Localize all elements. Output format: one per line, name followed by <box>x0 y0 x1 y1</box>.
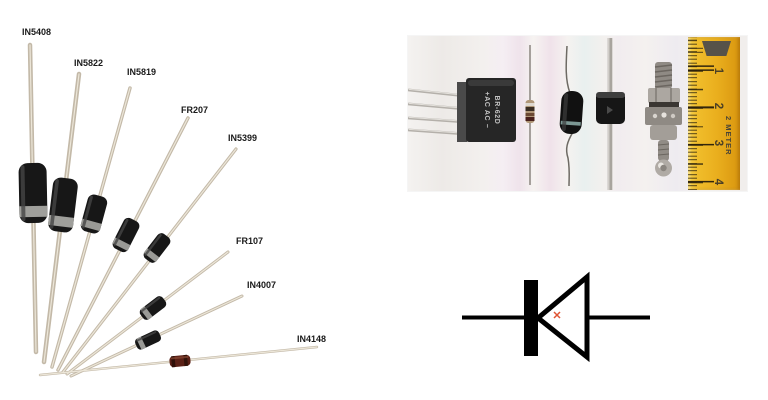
power-diode <box>596 38 625 190</box>
diode-label-in4148: IN4148 <box>297 334 327 344</box>
ruler-number-2: 2 <box>712 102 724 110</box>
diode-body-in5408 <box>18 162 48 224</box>
ruler-number-1: 1 <box>712 67 724 75</box>
bridge-lead-highlights <box>408 88 467 134</box>
cathode-bar <box>524 280 538 356</box>
glass-signal-diode <box>525 45 535 185</box>
bridge-marking-line1: BR-62D <box>493 95 500 125</box>
ruler-notch <box>702 41 731 56</box>
bridge-leads <box>408 88 468 136</box>
diode-fan-photo: IN5408 IN5822 IN5819 FR207 IN5399 FR107 … <box>0 0 380 400</box>
bridge-marking-line2: +AC AC − <box>483 91 490 129</box>
ruler: 1 2 3 4 2 METER <box>688 37 740 190</box>
diode-body-fr207 <box>112 217 140 253</box>
diode-body-in5399 <box>143 233 171 263</box>
diode-body-in5822 <box>48 177 78 233</box>
diode-symbol-graphic <box>462 271 650 363</box>
diode-label-fr107: FR107 <box>236 236 264 246</box>
diode-label-in5819: IN5819 <box>127 67 157 77</box>
diode-label-in5408: IN5408 <box>22 27 52 37</box>
diode-body-in4007 <box>135 330 161 350</box>
packages-graphic <box>408 38 682 190</box>
diode-label-fr207: FR207 <box>181 105 209 115</box>
red-x-marker <box>553 311 561 319</box>
axial-diode <box>559 45 584 187</box>
ruler-ticks-major <box>688 37 714 190</box>
diode-label-in5399: IN5399 <box>228 133 258 143</box>
ruler-meter-label: 2 METER <box>724 116 733 156</box>
bridge-marking: BR-62D +AC AC − <box>481 83 501 137</box>
stud-diode <box>645 62 682 177</box>
diode-label-in4007: IN4007 <box>247 280 277 290</box>
diode-packages-photo: BR-62D +AC AC − 1 2 3 4 2 METER <box>408 36 747 191</box>
anode-triangle <box>534 271 590 363</box>
diode-body-in5819 <box>80 194 108 234</box>
bridge-rectifier <box>457 78 516 142</box>
diode-body-fr107 <box>139 296 167 320</box>
ruler-number-3: 3 <box>712 139 724 147</box>
diode-label-in5822: IN5822 <box>74 58 104 68</box>
ruler-number-4: 4 <box>712 178 724 186</box>
diode-body-in4148 <box>169 354 191 368</box>
diode-schematic-symbol <box>450 258 660 366</box>
diode-fan-graphic <box>18 42 319 378</box>
